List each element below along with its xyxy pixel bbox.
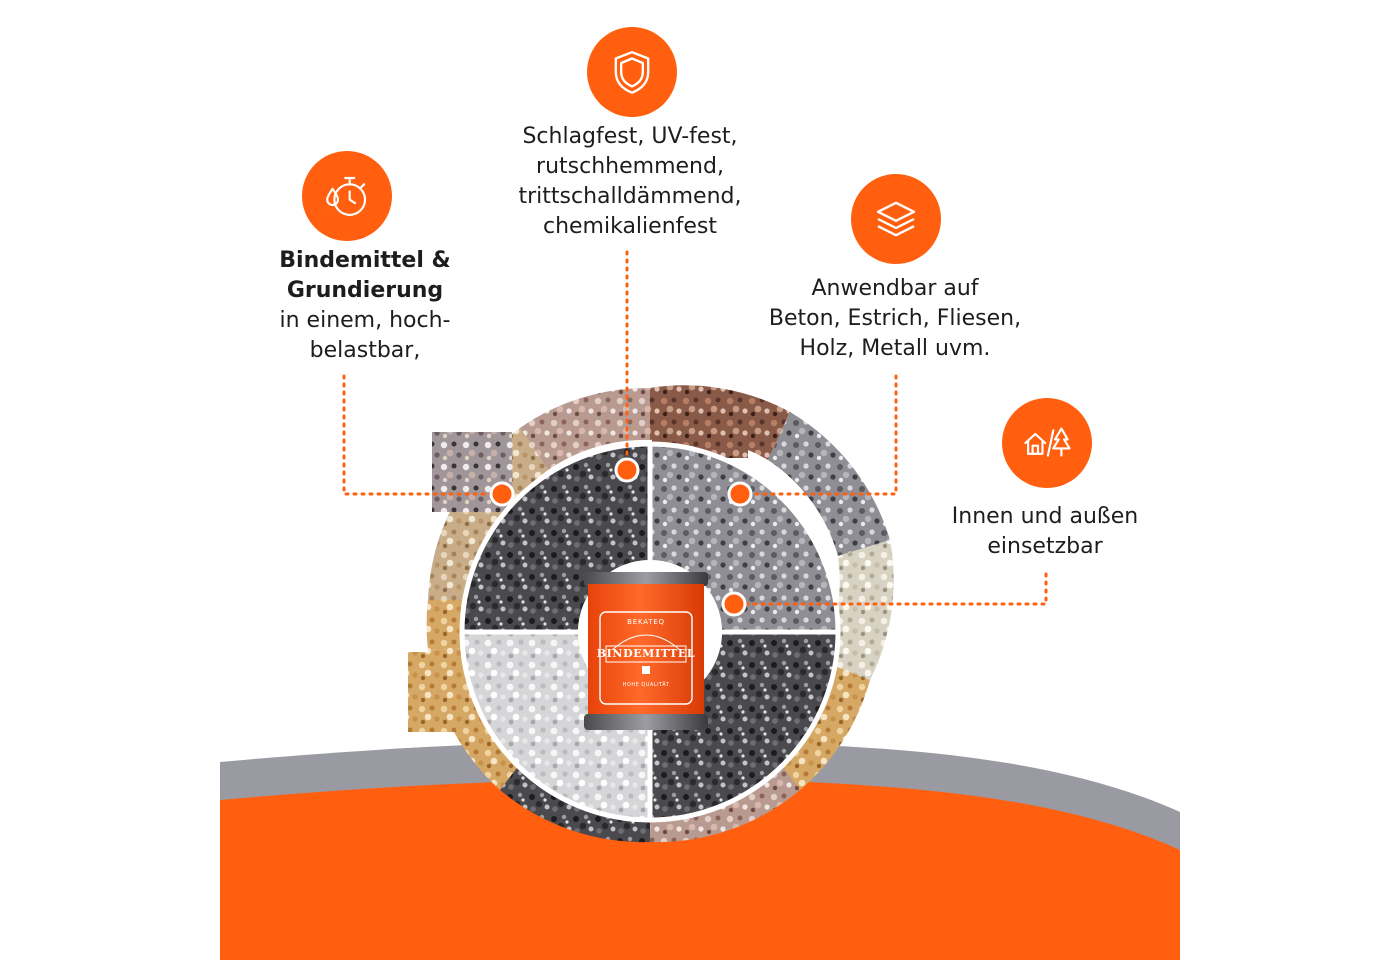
inner-segment-dark [462, 444, 650, 632]
connector-lines [342, 250, 1048, 606]
feature-binder-line-1: Bindemittel & [279, 248, 451, 273]
inner-segment-grey [650, 444, 838, 632]
feature-impact-text: Schlagfest, UV-fest, rutschhemmend, trit… [470, 122, 790, 242]
feature-surfaces-text: Anwendbar auf Beton, Estrich, Fliesen, H… [735, 274, 1055, 364]
feature-surfaces-line-1: Anwendbar auf [811, 276, 979, 301]
product-name: BINDEMITTEL [596, 647, 696, 660]
outer-segment-beige [428, 428, 548, 600]
outer-segment-grey [768, 412, 890, 556]
connector-binder [342, 374, 504, 496]
product-can-drawing [584, 572, 708, 730]
feature-binder-line-3: in einem, hoch- [279, 308, 451, 333]
corner-tile-left [408, 652, 468, 732]
outer-segment-gold [768, 660, 870, 790]
shield-icon [587, 27, 677, 117]
inner-segment-dark-bottom [650, 632, 838, 820]
feature-surfaces-line-2: Beton, Estrich, Fliesen, [768, 306, 1022, 331]
feature-binder-line-4: belastbar, [309, 338, 421, 363]
connector-surfaces [738, 374, 898, 496]
feature-impact-line-1: Schlagfest, UV-fest, [522, 124, 738, 149]
product-can: BEKATEQ BINDEMITTEL HOHE QUALITÄT [582, 572, 710, 730]
layers-icon [851, 174, 941, 264]
connector-dot-surfaces [727, 481, 753, 507]
feature-impact-line-3: trittschalldämmend, [518, 184, 742, 209]
stopwatch-drop-icon [302, 151, 392, 241]
connector-dot-binder [489, 481, 515, 507]
connector-inout [732, 572, 1048, 606]
feature-inout-text: Innen und außen einsetzbar [900, 502, 1190, 562]
product-tagline: HOHE QUALITÄT [622, 682, 670, 688]
connector-dot-impact [614, 457, 640, 483]
orange-band [220, 778, 1180, 960]
outer-segment-mixed [520, 387, 650, 470]
connector-dots [489, 457, 753, 617]
product-brand: BEKATEQ [627, 618, 665, 626]
feature-binder-text: Bindemittel & Grundierung in einem, hoch… [220, 246, 510, 366]
feature-impact-line-2: rutschhemmend, [536, 154, 724, 179]
feature-surfaces-line-3: Holz, Metall uvm. [799, 336, 991, 361]
feature-binder-line-2: Grundierung [286, 278, 444, 303]
inner-segment-white [462, 632, 650, 820]
feature-impact-line-4: chemikalienfest [542, 214, 718, 239]
house-tree-icon [1002, 398, 1092, 488]
feature-inout-line-2: einsetzbar [987, 534, 1103, 559]
connector-dot-inout [721, 591, 747, 617]
feature-inout-line-1: Innen und außen [951, 504, 1139, 529]
